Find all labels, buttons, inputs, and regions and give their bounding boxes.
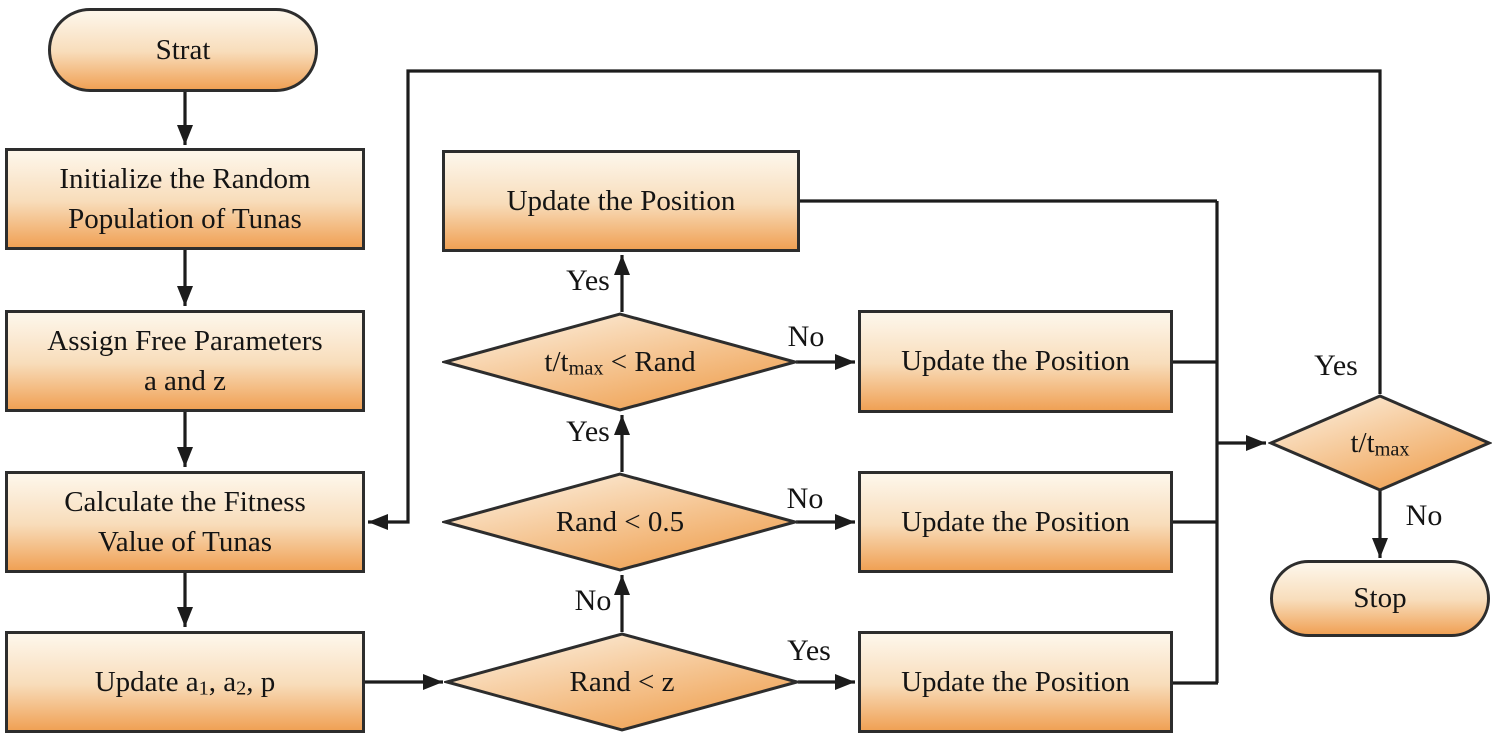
decision-ttmax: t/tmax [1268,394,1492,492]
decision-trand-sub: max [568,357,604,380]
decision-rand-half: Rand < 0.5 [442,472,798,572]
node-update-position-3: Update the Position [858,631,1173,733]
decision-rand-half-label: Rand < 0.5 [555,505,685,538]
node-stop-label: Stop [1353,582,1407,615]
node-update-position-1-label: Update the Position [901,345,1130,378]
decision-ttmax-shape [1268,394,1492,492]
edge-label-randz-yes: Yes [787,634,831,667]
update-params-sub1: 1 [198,677,209,700]
decision-ttmax-label: t/tmax [1350,427,1409,460]
node-update-position-top: Update the Position [442,150,800,252]
node-assign-line1: Assign Free Parameters [47,324,323,357]
edge-label-ttmax-no: No [1405,499,1443,532]
decision-rand-half-shape [442,472,798,572]
edge-label-trand-no: No [787,320,825,353]
flow-arrows [177,69,1388,690]
node-initialize-line1: Initialize the Random [59,162,311,195]
update-params-text3: , p [246,665,276,698]
node-update-position-2-label: Update the Position [901,505,1130,538]
decision-ttmax-sub: max [1374,438,1410,461]
node-calculate-fitness: Calculate the Fitness Value of Tunas [5,471,365,573]
node-update-position-2: Update the Position [858,471,1173,573]
node-initialize-line2: Population of Tunas [68,203,302,235]
edge-label-randhalf-no: No [786,482,824,515]
node-start-label: Strat [155,33,211,66]
node-start: Strat [48,8,318,92]
node-update-position-top-label: Update the Position [506,184,736,217]
node-stop: Stop [1270,560,1490,637]
edge-label-trand-yes: Yes [566,264,610,297]
node-update-parameters-label: Update a1, a2, p [95,662,276,702]
node-update-parameters: Update a1, a2, p [5,631,365,733]
decision-trand-label: t/tmax < Rand [544,346,695,379]
update-params-sub2: 2 [236,677,247,700]
node-update-position-1: Update the Position [858,310,1173,413]
decision-trand: t/tmax < Rand [442,312,798,412]
decision-trand-shape [442,312,798,412]
edge-label-randz-no: No [574,584,612,617]
node-calculate-line1: Calculate the Fitness [64,485,306,518]
node-update-position-3-label: Update the Position [901,665,1130,698]
decision-trand-text: t/t [544,345,569,378]
decision-rand-z-shape [444,632,800,732]
node-assign-line2: a and z [143,365,227,397]
decision-rand-z-label: Rand < z [569,665,675,698]
node-assign-parameters: Assign Free Parameters a and z [5,310,365,412]
edge-ttmax-yes-feedback [368,69,1382,530]
decision-rand-z: Rand < z [444,632,800,732]
edge-label-ttmax-yes: Yes [1314,349,1358,382]
node-initialize-population: Initialize the Random Population of Tuna… [5,148,365,250]
decision-ttmax-text: t/t [1350,426,1375,459]
edge-label-randhalf-yes: Yes [566,415,610,448]
decision-trand-text2: < Rand [603,345,696,378]
update-params-text2: , a [208,665,237,698]
node-calculate-line2: Value of Tunas [97,526,272,558]
update-params-text: Update a [94,665,199,698]
